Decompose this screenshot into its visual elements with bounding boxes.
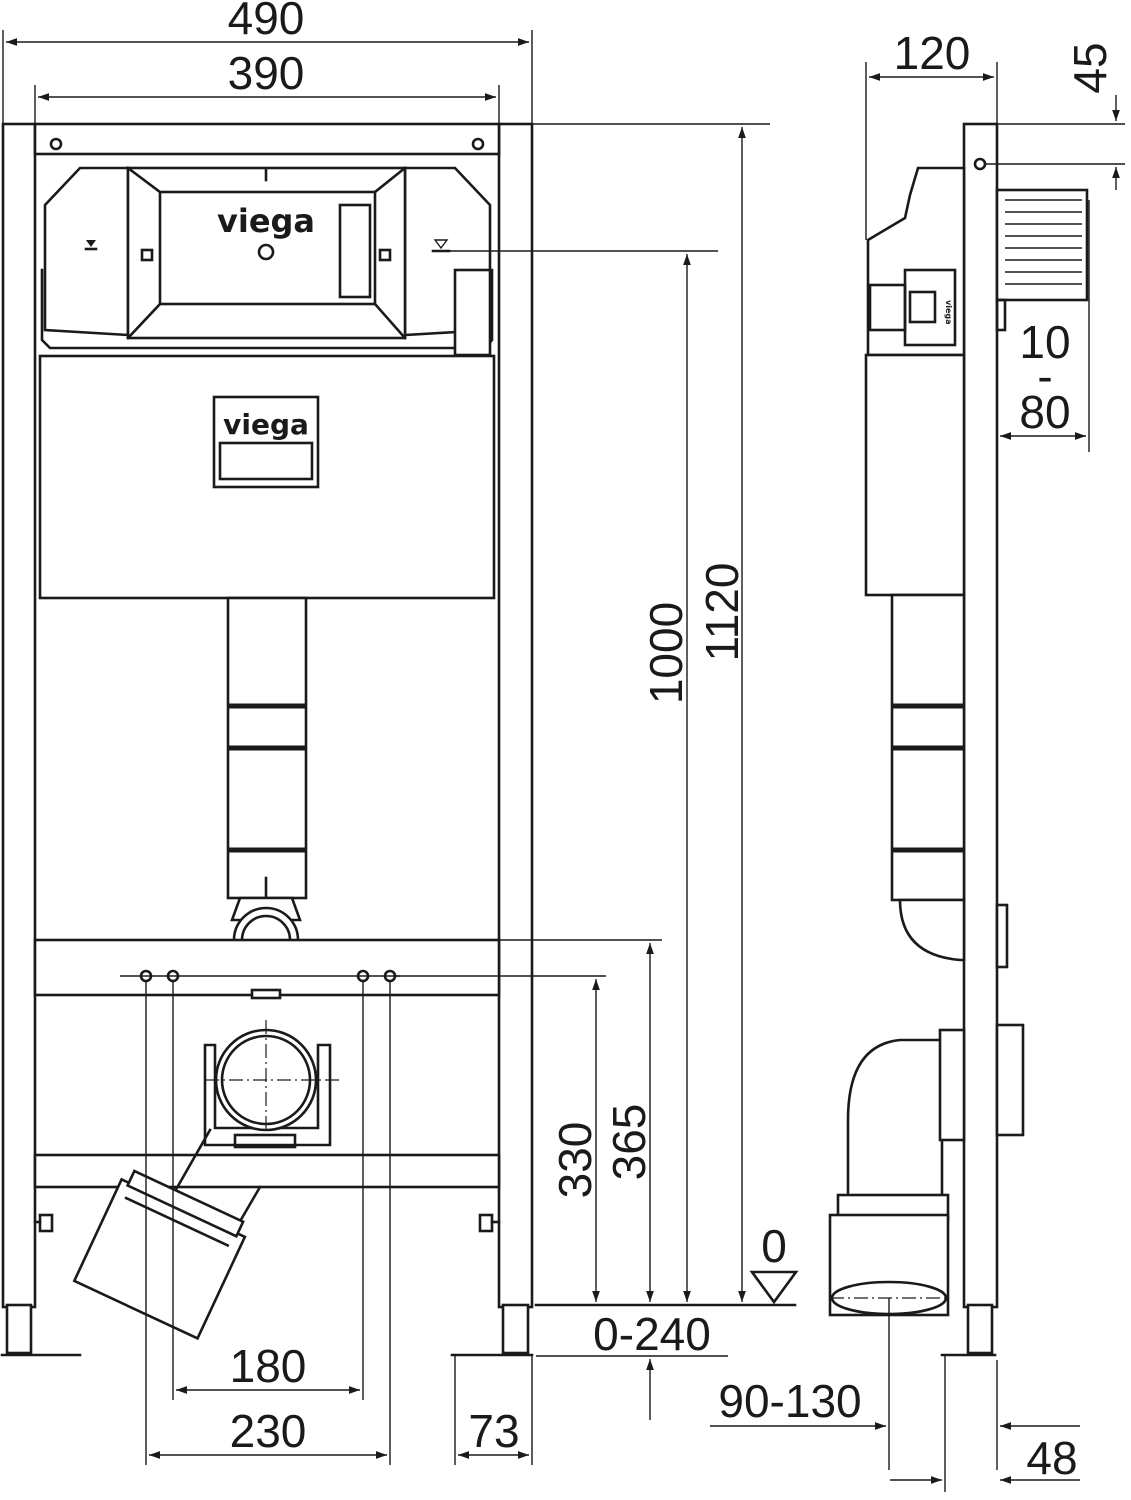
- dim-outlet-offset: 90-130: [710, 1298, 1080, 1470]
- side-flush-pipe: [890, 593, 1009, 969]
- label-height-1120: 1120: [696, 563, 748, 662]
- cover-brand-logo: viega: [223, 408, 309, 441]
- label-height-330: 330: [549, 1122, 601, 1199]
- label-height-1000: 1000: [640, 602, 692, 704]
- label-wall-range-sep: -: [1037, 350, 1052, 402]
- label-wall-range-bottom: 80: [1019, 386, 1070, 438]
- label-floor-0: 0: [761, 1220, 787, 1272]
- frame: [0, 122, 534, 1357]
- label-depth-120: 120: [894, 27, 971, 79]
- dim-height-1120: 1120: [532, 123, 770, 1302]
- flush-pipe: [226, 596, 308, 974]
- label-height-365: 365: [603, 1104, 655, 1181]
- crossbars: [33, 938, 501, 1189]
- dim-height-365: 365: [300, 939, 662, 1302]
- label-bolt-180: 180: [230, 1340, 307, 1392]
- label-wall-range-top: 10: [1019, 316, 1070, 368]
- cistern-brand-logo: viega: [217, 202, 315, 240]
- dim-adjust-range: 0-240: [536, 1308, 728, 1420]
- label-width-390: 390: [228, 47, 305, 99]
- label-adjust-range: 0-240: [593, 1308, 711, 1360]
- floor-level-marker: 0: [534, 1220, 799, 1307]
- outlet-assembly: [72, 1020, 340, 1341]
- dim-foot-48: 48: [890, 1356, 1080, 1492]
- outlet-elbow: [72, 1169, 247, 1341]
- side-cistern: viega: [864, 166, 966, 597]
- dim-wall-range: 10 - 80: [1000, 200, 1090, 452]
- dim-width-490: 490: [2, 0, 533, 124]
- dim-width-390: 390: [34, 47, 500, 124]
- dim-foot-73: 73: [454, 1356, 533, 1465]
- dim-bolt-230: 230: [145, 982, 391, 1465]
- label-width-490: 490: [228, 0, 305, 44]
- dim-height-1000: 1000: [450, 250, 718, 1302]
- label-foot-73: 73: [468, 1405, 519, 1457]
- cistern-body: viega: [38, 354, 496, 600]
- dim-height-330: 330: [395, 975, 606, 1302]
- wall-spacer: [995, 188, 1089, 332]
- side-frame: [940, 122, 999, 1357]
- dim-depth-120: 120: [865, 27, 998, 240]
- side-view: viega 120: [710, 27, 1125, 1492]
- side-brand-logo: viega: [944, 300, 953, 325]
- dim-offset-45: 45: [985, 42, 1125, 190]
- label-outlet-offset: 90-130: [718, 1375, 861, 1427]
- label-bolt-230: 230: [230, 1405, 307, 1457]
- cistern-housing: viega: [40, 166, 494, 357]
- label-offset-45: 45: [1064, 42, 1116, 93]
- front-view: viega viega: [0, 0, 799, 1465]
- label-foot-48: 48: [1026, 1432, 1077, 1484]
- dim-bolt-180: 180: [172, 982, 364, 1400]
